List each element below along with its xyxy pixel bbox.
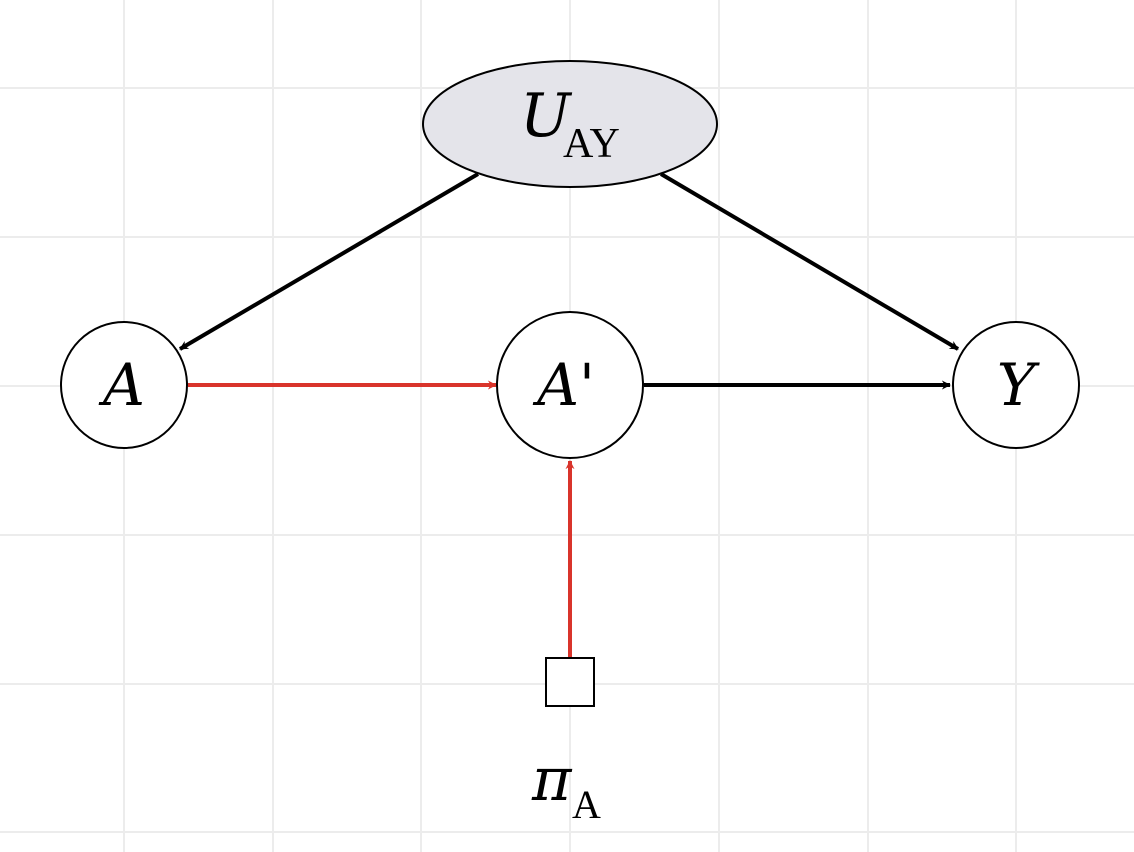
edge-uay-to-a [178,172,480,351]
node-a-prime: A' [496,311,644,459]
node-a-prime-label: A' [532,351,595,419]
edge-uay-to-y [659,172,960,351]
node-u-ay-subscript: AY [563,121,620,167]
node-u-ay: U AY [422,60,718,188]
node-y-label: Y [997,351,1040,419]
node-pi-a-subscript: A [572,782,601,827]
node-a: A [60,321,188,449]
node-u-ay-label: U [520,81,573,151]
node-a-label: A [98,351,145,419]
node-pi-a-label: π [531,745,573,815]
node-y: Y [952,321,1080,449]
node-pi-a: π A [531,657,601,827]
